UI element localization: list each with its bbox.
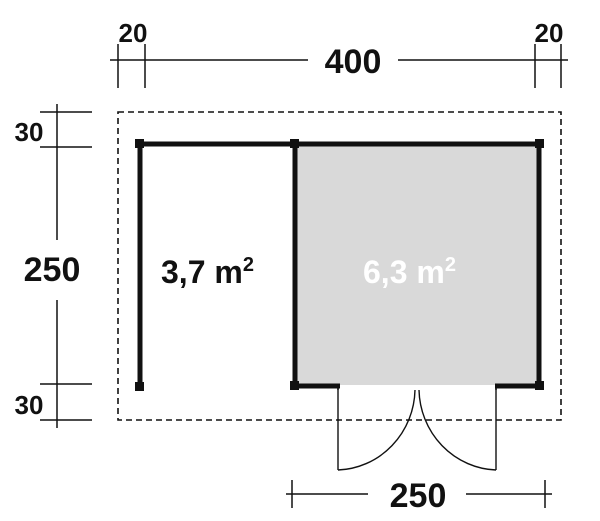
- open-area-unit-sup: 2: [243, 254, 254, 276]
- corner-post-top-left: [135, 139, 144, 148]
- enclosed-area-label: 6,3 m2: [363, 254, 456, 290]
- double-door-symbol: [337, 388, 497, 471]
- dim-bottom-width: 250: [390, 477, 447, 515]
- room-corner-post-tl: [290, 139, 299, 148]
- enclosed-area-unit-sup: 2: [445, 254, 456, 276]
- dim-top-left-offset: 20: [119, 18, 148, 48]
- dim-left-top-offset: 30: [15, 117, 44, 147]
- left-dimension: [40, 104, 92, 428]
- open-area-label: 3,7 m2: [161, 254, 254, 290]
- top-dimension: [110, 44, 568, 88]
- dim-left-bottom-offset: 30: [15, 390, 44, 420]
- door-swing-right: [418, 389, 497, 471]
- room-corner-post-tr: [535, 139, 544, 148]
- enclosed-room-fill: [293, 145, 538, 385]
- roof-outline: [117, 111, 562, 421]
- corner-post-bottom-left: [135, 382, 144, 391]
- bottom-dimension: [286, 480, 552, 508]
- door-swing-left: [337, 389, 416, 471]
- room-corner-post-br: [535, 381, 544, 390]
- dim-top-total: 400: [325, 43, 382, 81]
- room-corner-post-bl: [290, 381, 299, 390]
- dim-left-total: 250: [24, 251, 81, 289]
- enclosed-area-value: 6,3 m: [363, 254, 445, 290]
- dim-top-right-offset: 20: [535, 18, 564, 48]
- open-area-value: 3,7 m: [161, 254, 243, 290]
